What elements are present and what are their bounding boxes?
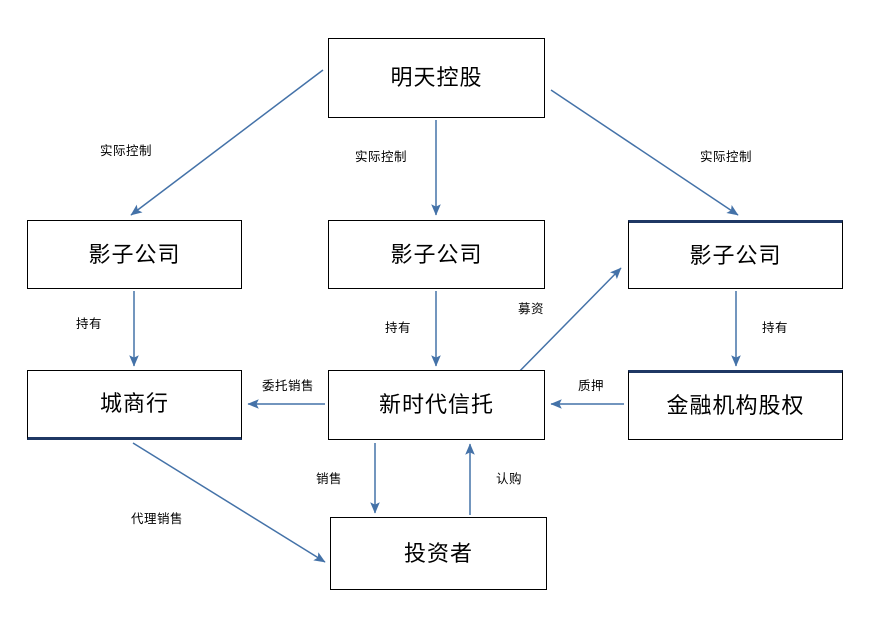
- edge-citybank-investors: [132, 442, 326, 563]
- node-shadow-company-right[interactable]: 影子公司: [628, 220, 843, 289]
- node-label: 明天控股: [390, 65, 483, 90]
- node-mingtian-holding[interactable]: 明天控股: [328, 38, 545, 118]
- node-financial-institution-equity[interactable]: 金融机构股权: [628, 370, 843, 440]
- edge-label-subscription: 认购: [496, 472, 523, 486]
- node-label: 影子公司: [689, 242, 782, 268]
- edge-label-actual-control-left: 实际控制: [100, 144, 153, 158]
- edge-label-entrusted-sales: 委托销售: [262, 379, 315, 393]
- node-shadow-company-middle[interactable]: 影子公司: [328, 220, 545, 289]
- edge-label-actual-control-middle: 实际控制: [355, 150, 408, 164]
- edge-label-hold-middle: 持有: [385, 321, 412, 335]
- node-label: 城商行: [99, 391, 169, 416]
- node-xinshidai-trust[interactable]: 新时代信托: [328, 370, 545, 440]
- edge-label-pledge: 质押: [578, 379, 605, 393]
- edge-label-hold-right: 持有: [762, 321, 789, 335]
- node-label: 新时代信托: [378, 392, 494, 417]
- node-label: 影子公司: [390, 241, 483, 267]
- edge-label-actual-control-right: 实际控制: [700, 150, 753, 164]
- node-label: 金融机构股权: [666, 393, 805, 418]
- edge-label-agency-sales: 代理销售: [131, 512, 184, 526]
- edge-label-hold-left: 持有: [76, 317, 103, 331]
- node-label: 投资者: [403, 540, 473, 566]
- node-label: 影子公司: [88, 241, 181, 267]
- edge-mingtian-shadowleft: [130, 69, 324, 216]
- node-city-commercial-bank[interactable]: 城商行: [27, 370, 242, 440]
- edge-label-sales: 销售: [316, 472, 343, 486]
- node-shadow-company-left[interactable]: 影子公司: [27, 220, 242, 289]
- edge-label-fundraising: 募资: [518, 302, 545, 316]
- node-investors[interactable]: 投资者: [330, 517, 547, 590]
